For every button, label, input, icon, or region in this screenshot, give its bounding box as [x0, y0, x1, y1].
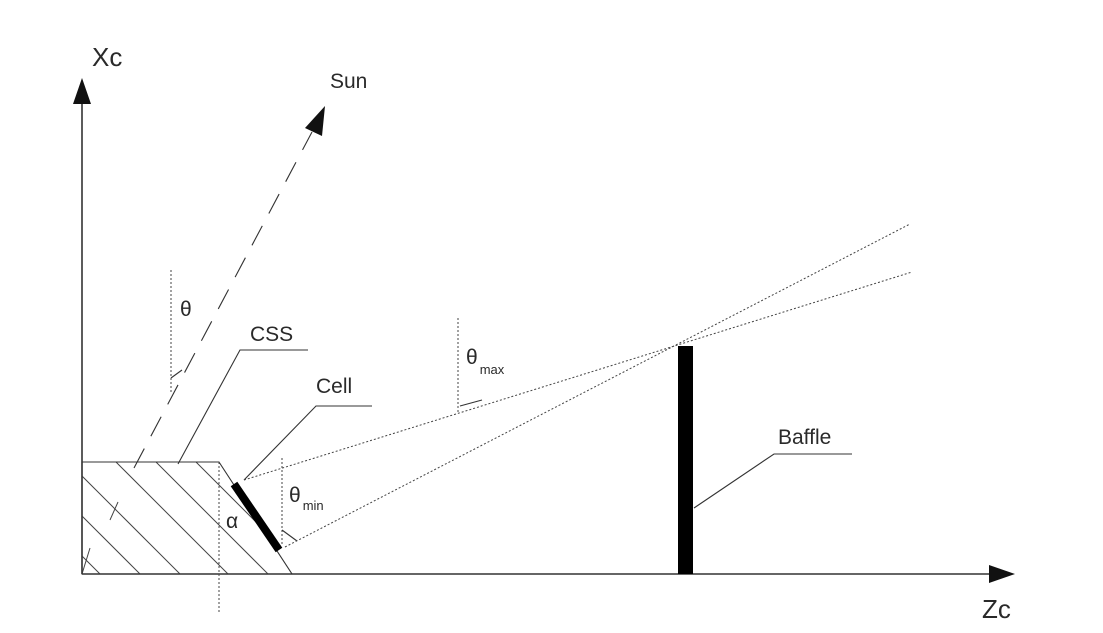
theta-max-label: θmax	[466, 346, 505, 377]
theta-max-angle-mark	[459, 399, 483, 407]
sun-label: Sun	[330, 70, 367, 93]
sun-arrowhead	[305, 106, 325, 136]
x-axis-label: Xc	[92, 42, 122, 72]
theta-min-angle-mark	[281, 529, 298, 542]
cell-leader-line	[243, 405, 372, 481]
baffle	[678, 346, 693, 574]
theta-label: θ	[180, 298, 192, 321]
css-label: CSS	[250, 323, 293, 346]
ray-from-cell-bottom	[284, 223, 911, 548]
ray-from-cell-top	[243, 271, 913, 481]
css-leader-line	[177, 349, 308, 465]
z-axis-label: Zc	[982, 594, 1011, 624]
cell-label: Cell	[316, 375, 352, 398]
theta-angle-mark	[170, 369, 183, 379]
cell	[230, 481, 283, 553]
x-axis-arrowhead	[73, 78, 91, 104]
baffle-leader-line	[693, 453, 852, 509]
sun-direction-line	[133, 106, 325, 469]
z-axis-arrowhead	[989, 565, 1015, 583]
baffle-label: Baffle	[778, 426, 831, 449]
alpha-label: α	[226, 510, 238, 533]
